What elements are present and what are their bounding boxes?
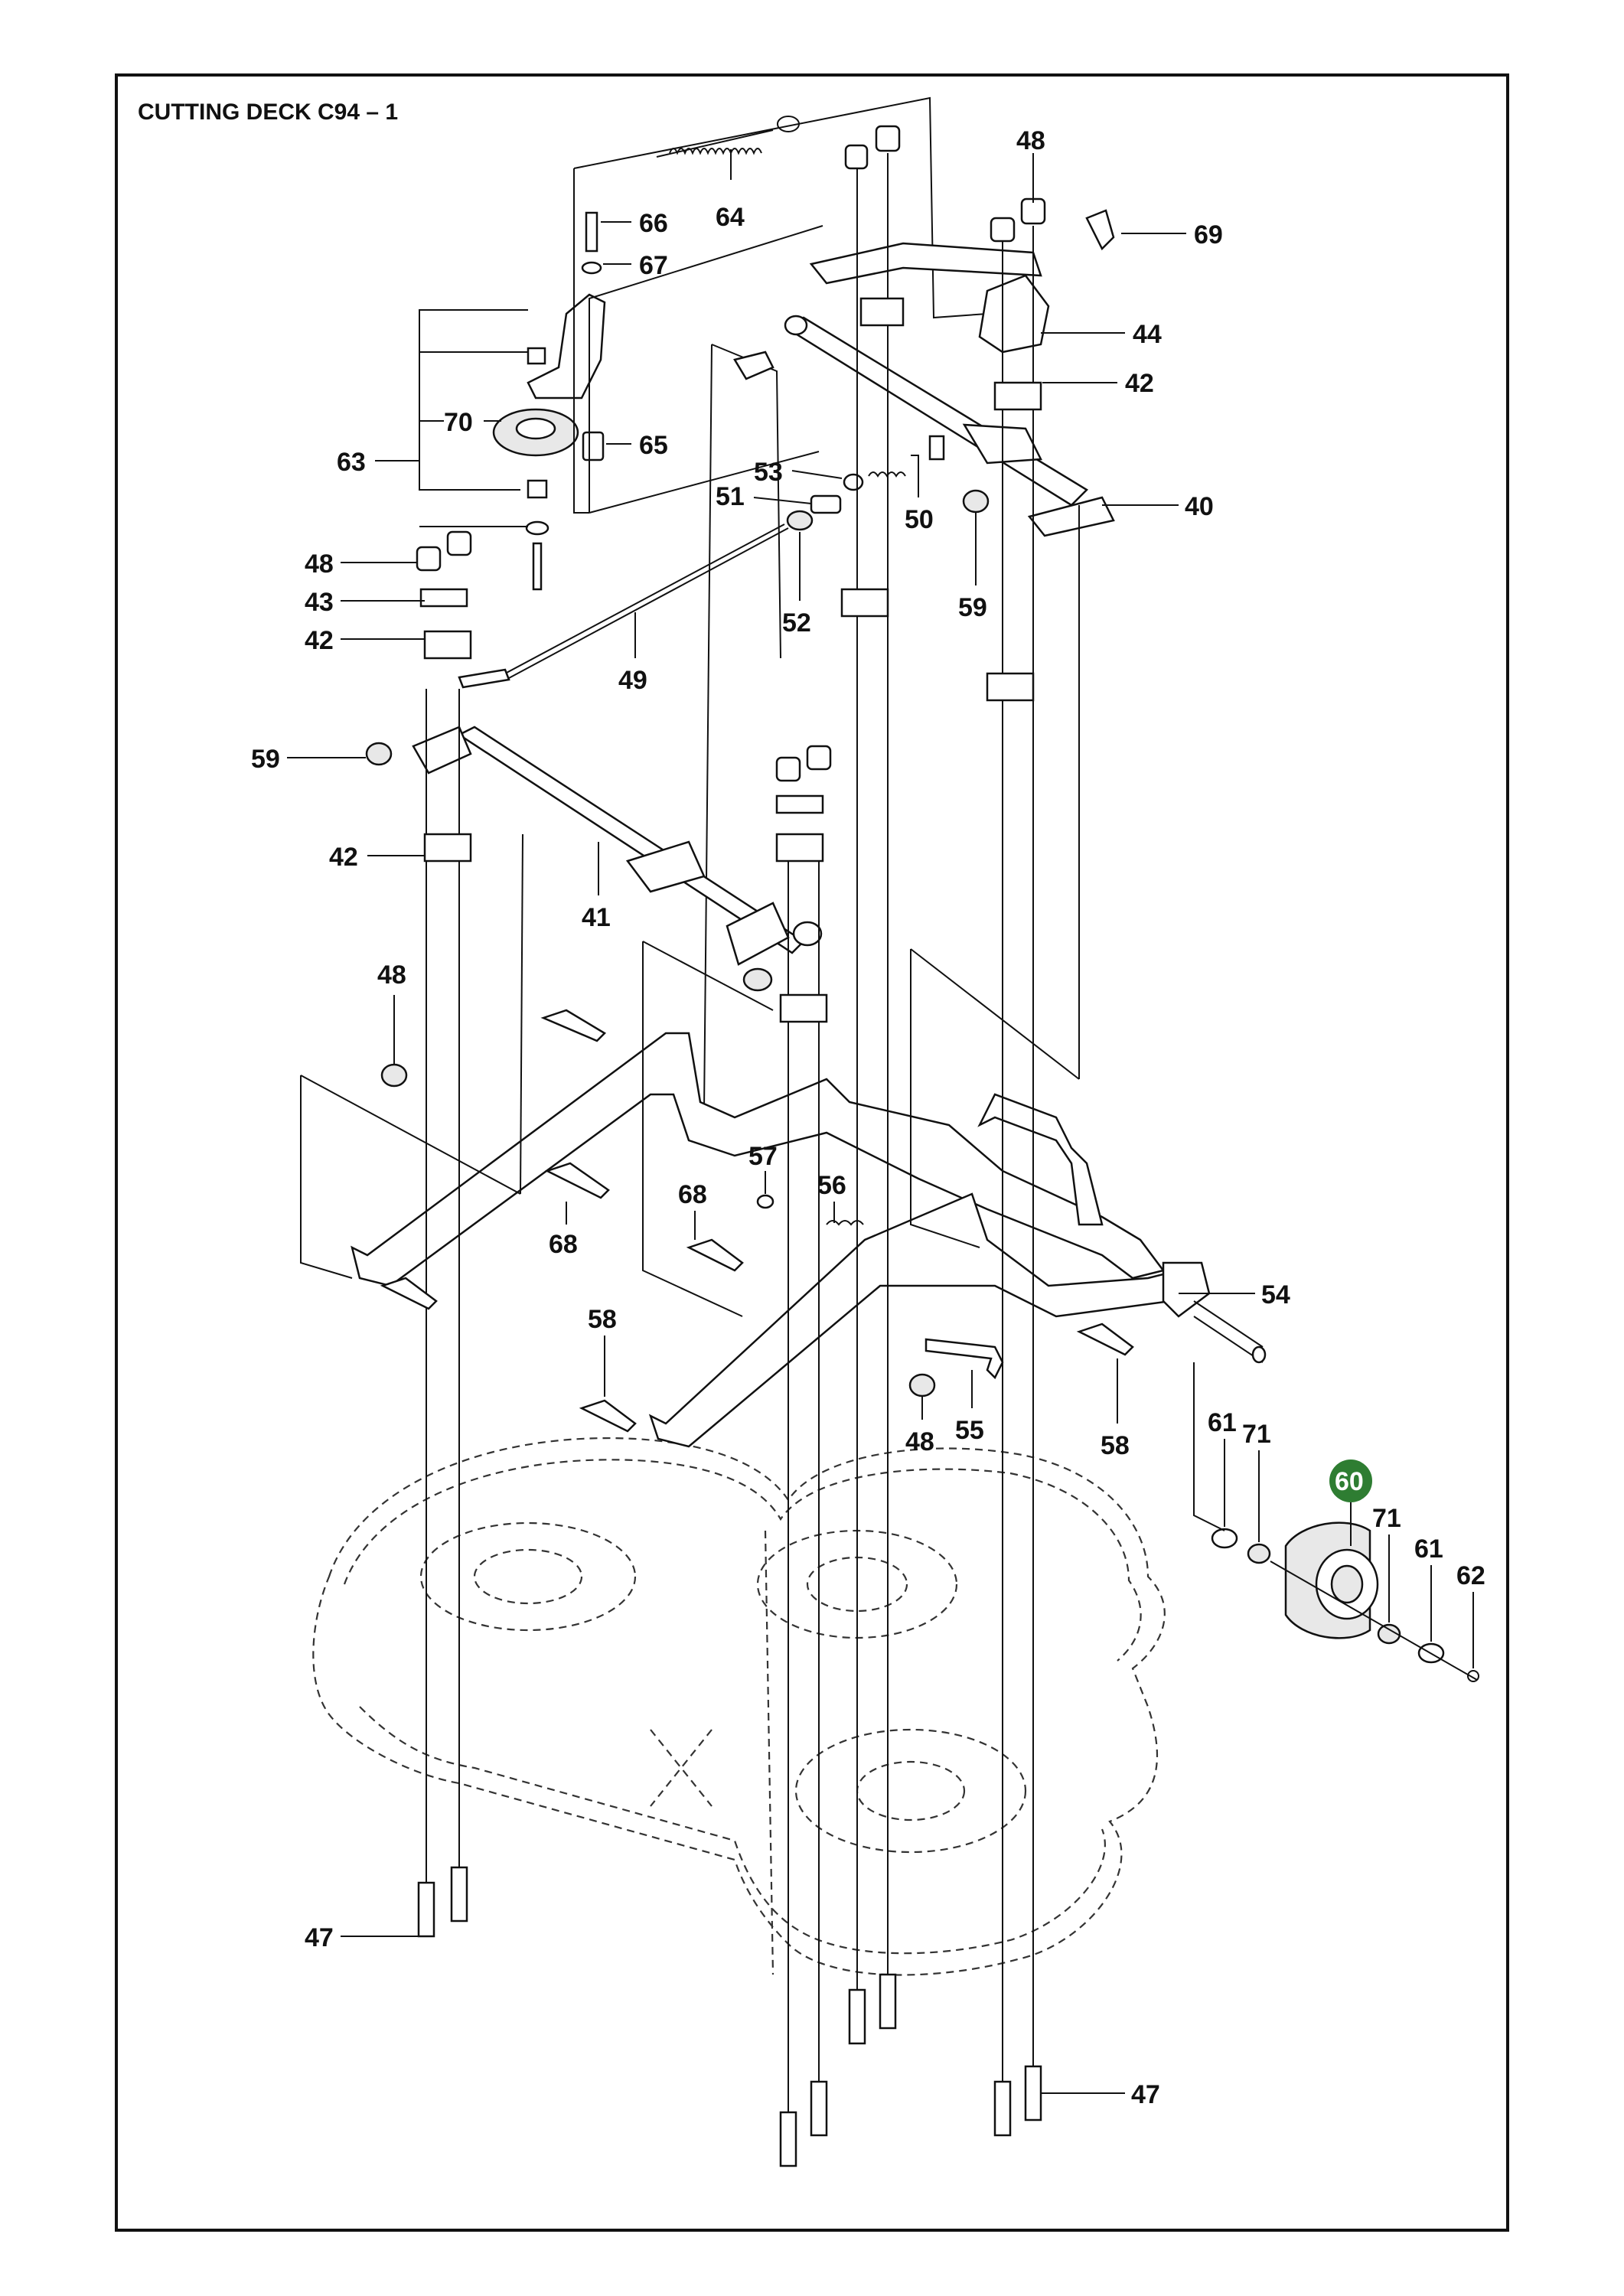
callout-58-right: 58 bbox=[1101, 1431, 1130, 1460]
callout-71-right: 71 bbox=[1372, 1504, 1401, 1533]
callout-63: 63 bbox=[337, 448, 366, 477]
callout-64: 64 bbox=[716, 203, 745, 232]
lift-arm-right bbox=[648, 1192, 1211, 1448]
callout-41: 41 bbox=[582, 903, 611, 932]
callout-47-right: 47 bbox=[1131, 2080, 1160, 2109]
callout-42-mid: 42 bbox=[329, 843, 358, 872]
callout-51: 51 bbox=[716, 482, 745, 511]
callout-40: 40 bbox=[1185, 492, 1214, 521]
tension-spring bbox=[656, 116, 800, 158]
callout-59-right: 59 bbox=[958, 593, 987, 622]
callout-67: 67 bbox=[639, 251, 668, 280]
callout-54: 54 bbox=[1261, 1280, 1290, 1309]
callouts: 64 66 67 48 69 44 42 70 65 63 53 51 bbox=[251, 126, 1485, 2109]
callout-66: 66 bbox=[639, 209, 668, 238]
callout-42-top: 42 bbox=[1125, 369, 1154, 398]
callout-60-badge bbox=[1329, 1459, 1372, 1502]
callout-65: 65 bbox=[639, 431, 668, 460]
diagram-title: CUTTING DECK C94 – 1 bbox=[138, 99, 398, 125]
callout-61-right: 61 bbox=[1414, 1534, 1443, 1564]
callout-49: 49 bbox=[618, 666, 647, 695]
callout-47-left: 47 bbox=[305, 1923, 334, 1952]
callout-68-mid: 68 bbox=[678, 1180, 707, 1209]
callout-58-left: 58 bbox=[588, 1305, 617, 1334]
callout-68-left: 68 bbox=[549, 1230, 578, 1259]
long-bolts-47 bbox=[417, 153, 1042, 2167]
callout-48-midleft: 48 bbox=[377, 960, 406, 990]
callout-42-left: 42 bbox=[305, 626, 334, 655]
nuts-and-blocks bbox=[365, 125, 1046, 1397]
callout-71-left: 71 bbox=[1242, 1420, 1271, 1449]
bearing-71-right bbox=[1377, 1623, 1401, 1645]
clip-62 bbox=[1467, 1670, 1479, 1682]
callout-48-top: 48 bbox=[1016, 126, 1045, 155]
cutting-deck-housing bbox=[312, 1437, 1166, 1976]
bearing-71-left bbox=[1247, 1543, 1271, 1564]
projection-lines-upper bbox=[573, 96, 988, 1110]
callout-62: 62 bbox=[1456, 1561, 1485, 1590]
callout-60: 60 bbox=[1335, 1467, 1364, 1496]
diagram-frame bbox=[115, 73, 1509, 2232]
callout-56: 56 bbox=[817, 1171, 846, 1200]
callout-44: 44 bbox=[1133, 320, 1162, 349]
gauge-wheel-assembly bbox=[1193, 1300, 1479, 1682]
callout-50: 50 bbox=[905, 505, 934, 534]
rod-fittings bbox=[786, 435, 945, 531]
callout-55: 55 bbox=[955, 1416, 984, 1445]
callout-43: 43 bbox=[305, 588, 334, 617]
callout-48-left: 48 bbox=[305, 550, 334, 579]
bolt-66 bbox=[585, 211, 598, 253]
bushing-65 bbox=[582, 431, 605, 461]
callout-57: 57 bbox=[748, 1142, 778, 1171]
projection-lines-lower bbox=[300, 505, 1080, 1317]
washer-61-left bbox=[1211, 1528, 1238, 1549]
idler-bracket-assembly bbox=[492, 211, 606, 591]
callout-52: 52 bbox=[782, 608, 811, 638]
callout-70: 70 bbox=[444, 408, 473, 437]
rear-shaft-40 bbox=[733, 315, 1115, 537]
lever-44 bbox=[809, 209, 1115, 354]
callout-53: 53 bbox=[754, 458, 783, 487]
small-bolts-and-spring bbox=[380, 1009, 1134, 1433]
callout-69: 69 bbox=[1194, 220, 1223, 249]
callout-59-left: 59 bbox=[251, 745, 280, 774]
front-shaft-41 bbox=[412, 726, 823, 992]
callout-48-lower: 48 bbox=[905, 1427, 934, 1456]
callout-61-left: 61 bbox=[1208, 1408, 1237, 1437]
lift-rod-49 bbox=[458, 523, 789, 689]
